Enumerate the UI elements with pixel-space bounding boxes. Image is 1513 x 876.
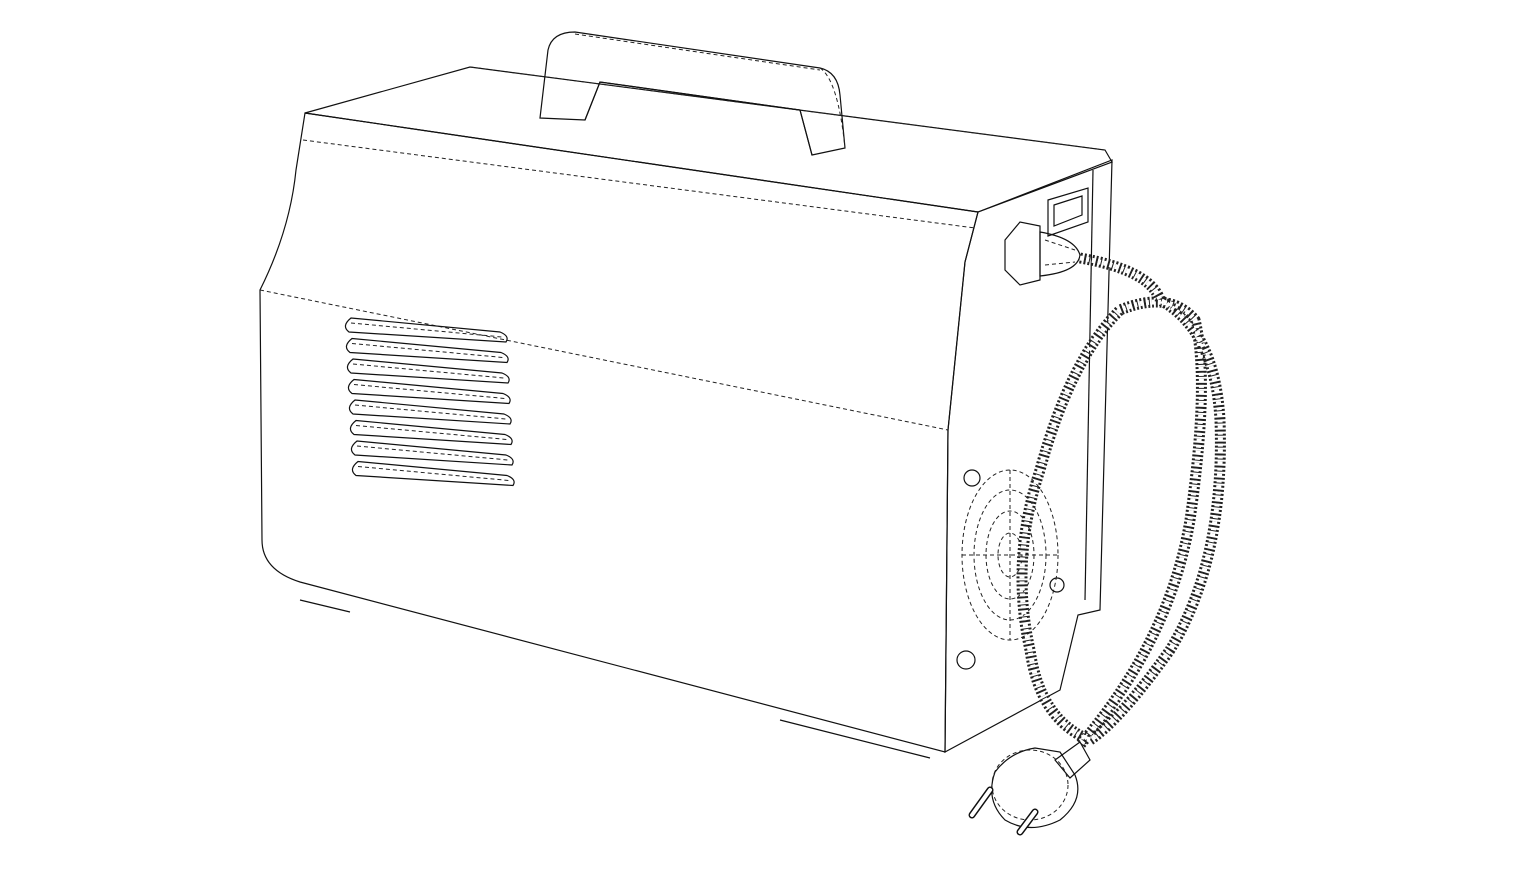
- louver-shading: [354, 404, 507, 420]
- louver-slot: [344, 317, 508, 343]
- knob-bottom: [956, 650, 976, 670]
- louver-shading: [353, 384, 506, 399]
- vent-louvers: [344, 317, 515, 487]
- power-plug: [968, 741, 1091, 836]
- top-edge-bevel: [302, 112, 979, 229]
- knob-right: [1049, 577, 1065, 593]
- louver-slot: [345, 337, 509, 364]
- louver-slot: [349, 419, 513, 446]
- carry-handle: [539, 31, 846, 156]
- front-panel: [259, 112, 979, 753]
- louver-shading: [351, 343, 504, 358]
- power-switch: [1047, 187, 1089, 237]
- louver-slot: [350, 440, 514, 466]
- power-cable: [1016, 252, 1226, 749]
- knob-top: [963, 469, 981, 487]
- louver-slot: [348, 399, 512, 425]
- louver-shading: [352, 363, 505, 379]
- louver-shading: [357, 466, 510, 481]
- fan-grille: [961, 469, 1059, 641]
- end-panel: [944, 159, 1113, 754]
- panel-seam: [259, 289, 949, 431]
- louver-slot: [351, 460, 515, 487]
- louver-slot: [346, 358, 510, 384]
- louver-shading: [350, 322, 503, 338]
- louver-shading: [355, 425, 508, 440]
- top-face: [304, 66, 1113, 213]
- cable-gland: [1004, 221, 1081, 286]
- louver-shading: [356, 445, 509, 461]
- louver-slot: [347, 378, 511, 405]
